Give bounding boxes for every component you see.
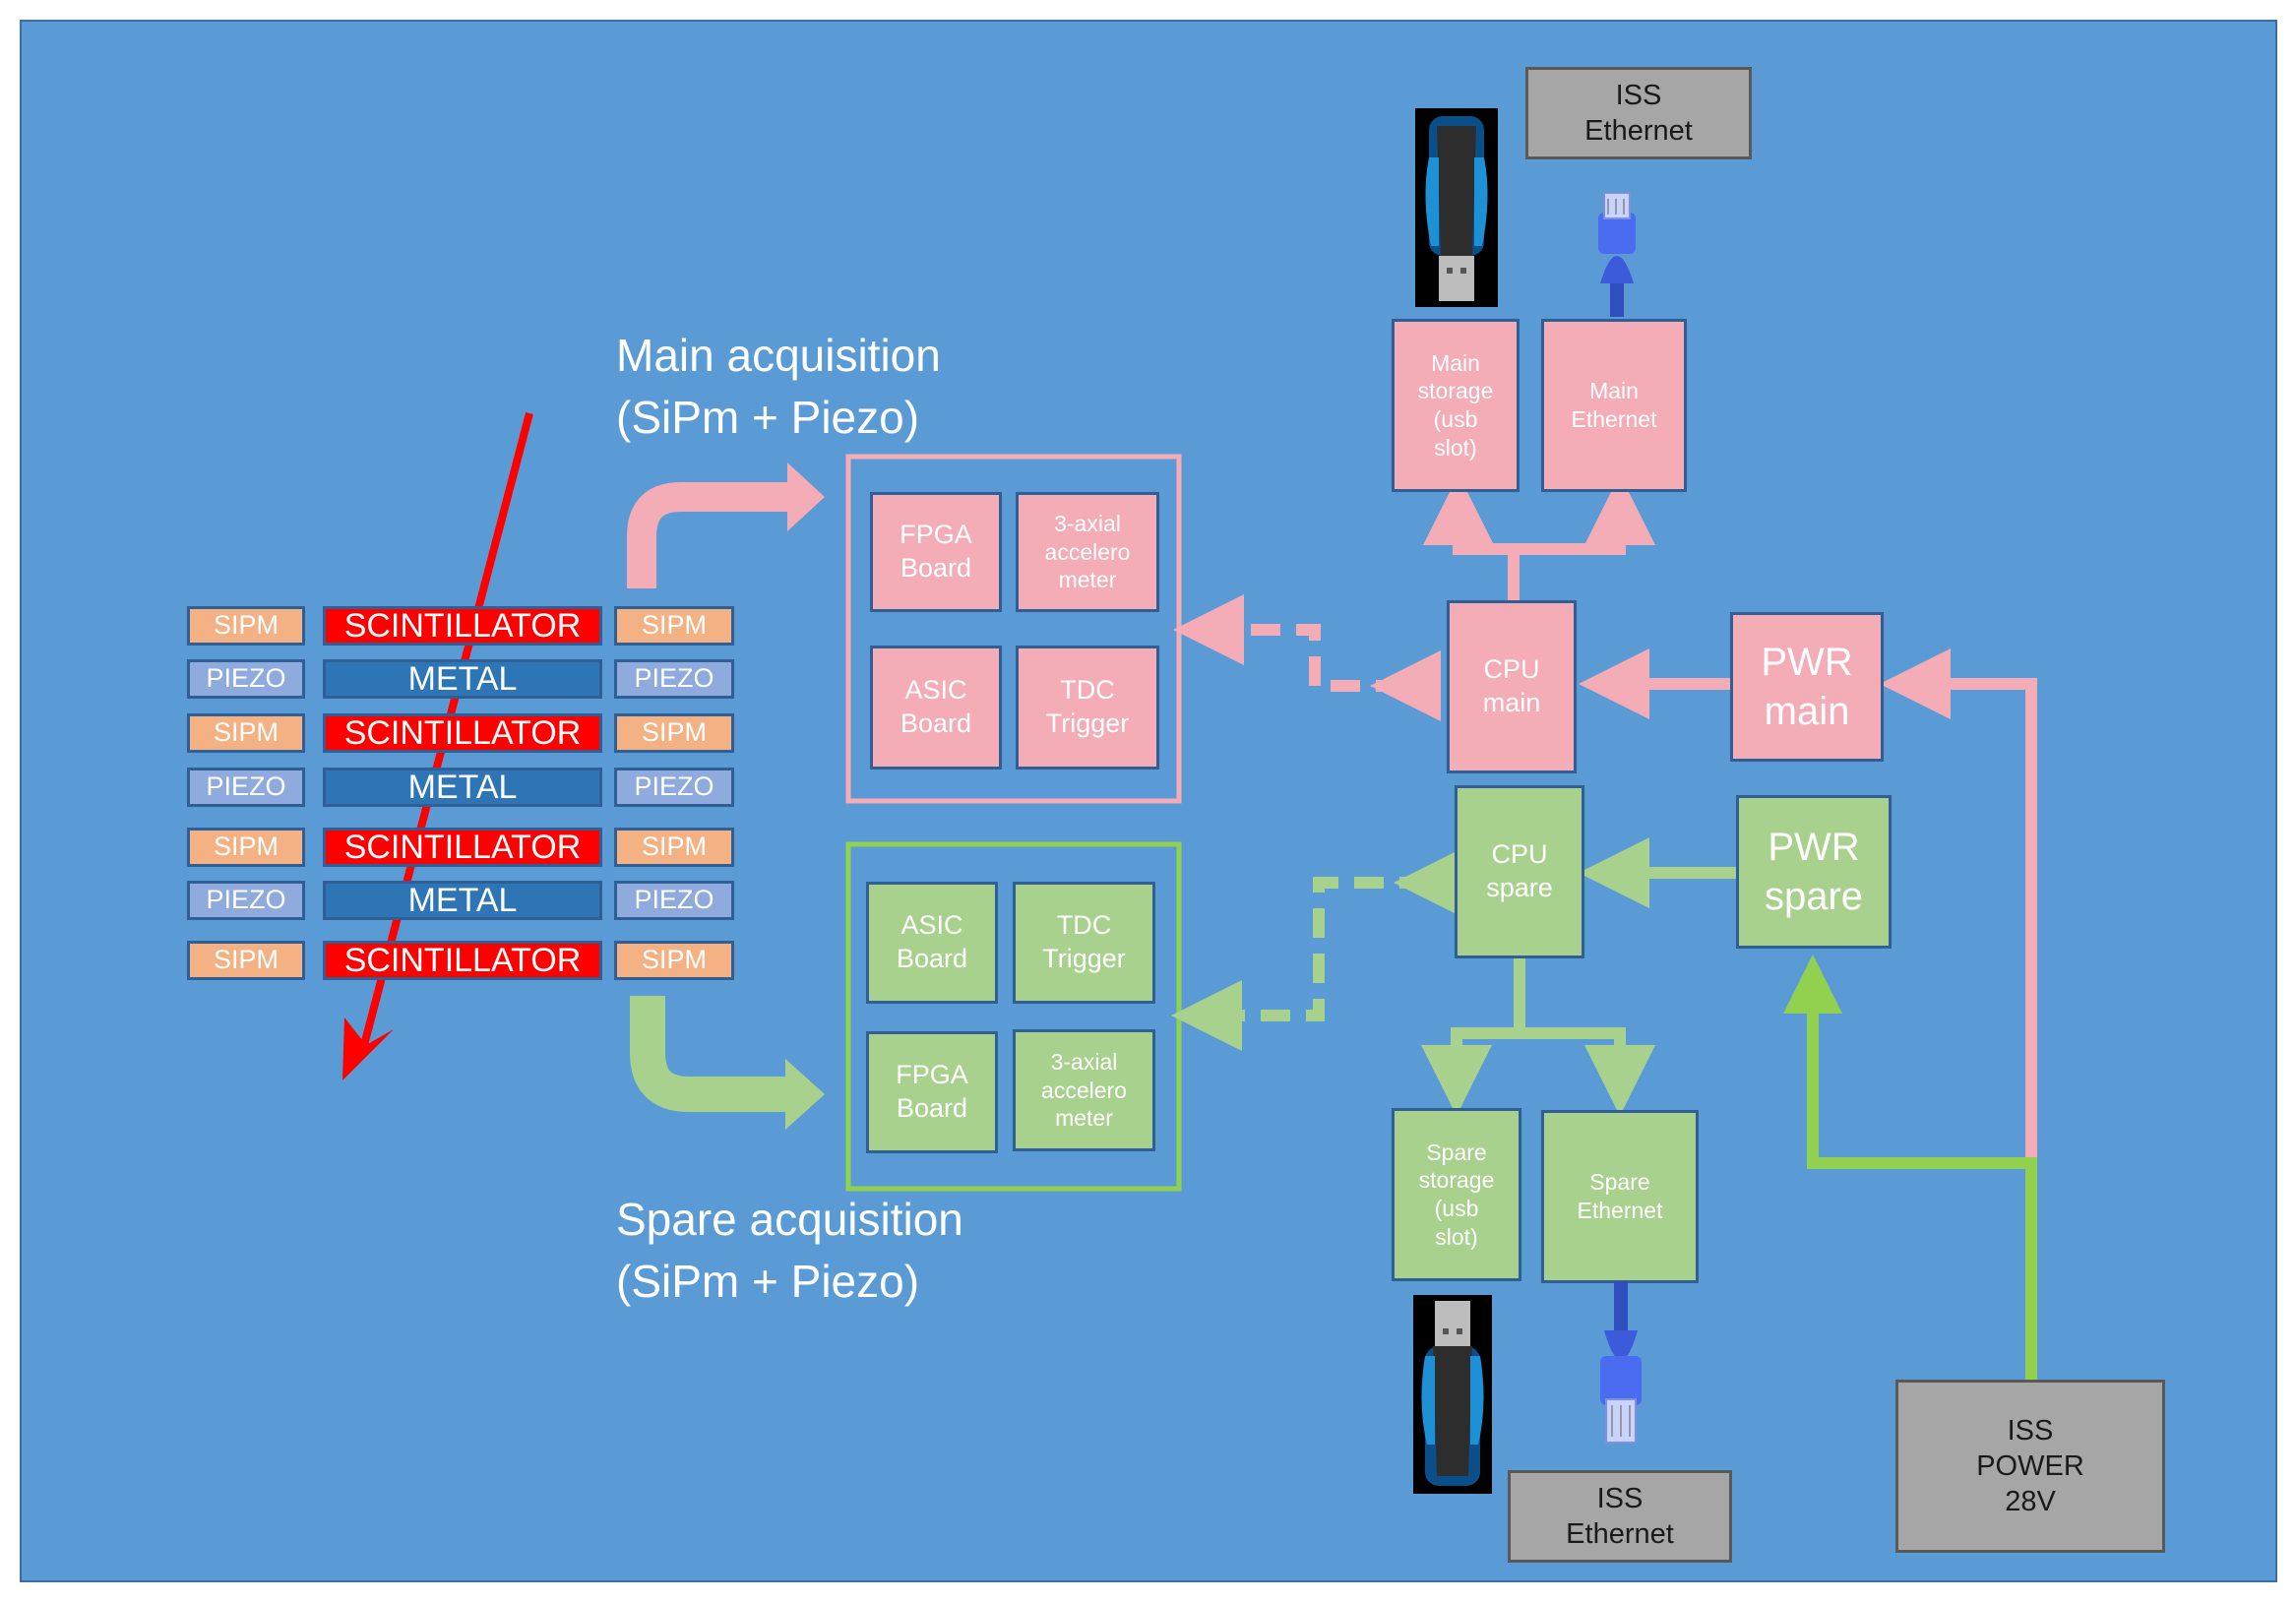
particle-track-arrowhead <box>342 1017 394 1080</box>
piezo-right: PIEZO <box>614 881 734 920</box>
main-acquisition-caption: Main acquisition (SiPm + Piezo) <box>616 330 941 444</box>
main-accelerometer: 3-axial accelero meter <box>1016 492 1159 612</box>
iss-power-to-pwr-spare <box>1783 955 2037 1381</box>
ethernet-cable-icon <box>1600 1281 1642 1444</box>
main-storage: Main storage (usb slot) <box>1392 319 1520 492</box>
main-asic-board: ASIC Board <box>870 646 1002 770</box>
iss-ethernet-bottom: ISS Ethernet <box>1508 1470 1732 1563</box>
sipm-left: SIPM <box>187 713 305 753</box>
spare-cpu-to-ethernet <box>1520 1027 1655 1116</box>
main-fpga-board: FPGA Board <box>870 492 1002 612</box>
piezo-right: PIEZO <box>614 768 734 807</box>
cpu-spare: CPU spare <box>1455 785 1584 958</box>
metal-layer: METAL <box>323 768 602 807</box>
sipm-left: SIPM <box>187 941 305 980</box>
piezo-left: PIEZO <box>187 659 305 699</box>
main-acquisition-arrow-head <box>787 462 825 531</box>
spare-accelerometer: 3-axial accelero meter <box>1013 1029 1155 1151</box>
spare-storage: Spare storage (usb slot) <box>1392 1108 1521 1281</box>
usb-stick-icon <box>1415 108 1498 307</box>
main-cpu-to-ethernet <box>1514 474 1655 555</box>
scintillator-layer: SCINTILLATOR <box>323 713 602 753</box>
iss-ethernet-top: ISS Ethernet <box>1525 67 1752 159</box>
main-ethernet: Main Ethernet <box>1541 319 1687 492</box>
main-cpu-to-storage <box>1423 474 1520 600</box>
sipm-left: SIPM <box>187 606 305 646</box>
main-acquisition-arrow <box>627 482 795 588</box>
main-cpu-dashed-link <box>1173 594 1441 721</box>
spare-acquisition-arrow-head <box>785 1059 825 1130</box>
spare-cpu-dashed-link <box>1171 847 1464 1051</box>
sipm-right: SIPM <box>614 713 734 753</box>
spare-acquisition-arrow <box>630 996 787 1112</box>
ethernet-cable-icon <box>1598 192 1636 317</box>
pwr-spare: PWR spare <box>1736 795 1892 949</box>
spare-fpga-board: FPGA Board <box>866 1031 998 1153</box>
scintillator-layer: SCINTILLATOR <box>323 606 602 646</box>
spare-cpu-to-storage <box>1421 958 1525 1116</box>
iss-power-to-pwr-main <box>1880 648 2037 1161</box>
sipm-right: SIPM <box>614 941 734 980</box>
piezo-right: PIEZO <box>614 659 734 699</box>
iss-power: ISS POWER 28V <box>1895 1380 2165 1553</box>
piezo-left: PIEZO <box>187 881 305 920</box>
metal-layer: METAL <box>323 881 602 920</box>
spare-tdc-trigger: TDC Trigger <box>1013 882 1155 1004</box>
sipm-right: SIPM <box>614 828 734 867</box>
usb-stick-icon <box>1413 1295 1492 1494</box>
cpu-main: CPU main <box>1447 600 1577 773</box>
scintillator-layer: SCINTILLATOR <box>323 941 602 980</box>
sipm-right: SIPM <box>614 606 734 646</box>
metal-layer: METAL <box>323 659 602 699</box>
piezo-left: PIEZO <box>187 768 305 807</box>
pwr-main: PWR main <box>1730 612 1884 762</box>
spare-acquisition-caption: Spare acquisition (SiPm + Piezo) <box>616 1194 963 1308</box>
scintillator-layer: SCINTILLATOR <box>323 828 602 867</box>
main-tdc-trigger: TDC Trigger <box>1016 646 1159 770</box>
spare-asic-board: ASIC Board <box>866 882 998 1004</box>
spare-ethernet: Spare Ethernet <box>1541 1110 1699 1283</box>
sipm-left: SIPM <box>187 828 305 867</box>
